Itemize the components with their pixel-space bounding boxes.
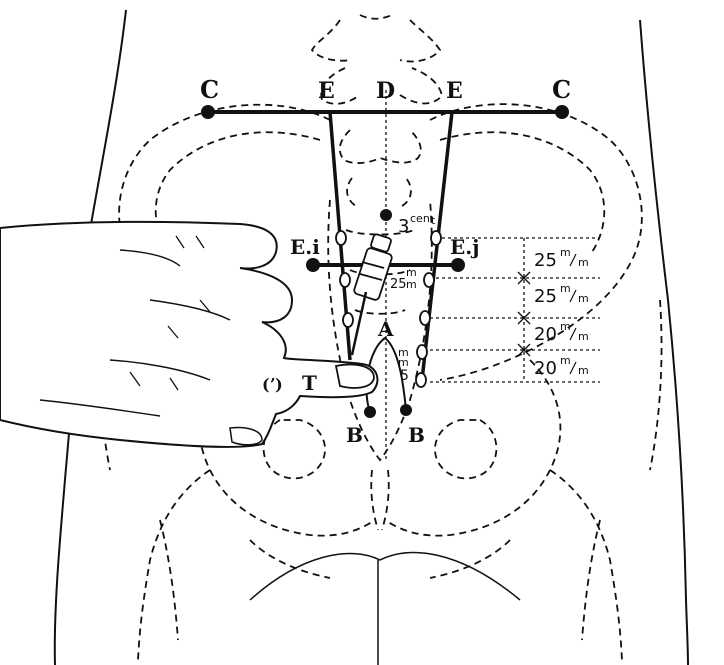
measurement-3-unit-bottom: m — [578, 330, 589, 343]
label-b-right: B — [408, 423, 425, 447]
label-c-left: C — [200, 75, 219, 104]
hand-illustration — [0, 222, 377, 447]
point-c-left — [201, 105, 215, 119]
point-ei-left — [306, 258, 320, 272]
measurement-1-unit-top: m — [560, 246, 571, 259]
label-ej-right: E.j — [450, 235, 479, 259]
measurement-labels: 25 m m 25 m m 20 m m 20 m m — [534, 246, 589, 379]
label-e-right: E — [446, 78, 463, 104]
label-e-left: E — [318, 78, 335, 104]
measurement-2-unit-bottom: m — [578, 292, 589, 305]
center-superscript: cen — [410, 212, 430, 225]
point-b-left — [364, 406, 376, 418]
point-b-right — [400, 404, 412, 416]
label-ei-left: E.i — [290, 235, 320, 259]
measurement-3-value: 20 — [534, 324, 557, 345]
needle-distance-unit-bottom: m — [406, 278, 417, 291]
measurement-2-unit-top: m — [560, 282, 571, 295]
measurement-4-unit-bottom: m — [578, 364, 589, 377]
label-finger-mark: (ʼ) — [262, 375, 283, 394]
point-ej-right — [451, 258, 465, 272]
apex-value: 5 — [400, 368, 409, 384]
measurement-1-unit-bottom: m — [578, 256, 589, 269]
midline-dashed — [386, 90, 600, 460]
measurement-3-unit-top: m — [560, 320, 571, 333]
center-number: 3 — [398, 216, 409, 237]
measure-ticks — [518, 272, 530, 356]
measurement-4-unit-top: m — [560, 354, 571, 367]
label-a: A — [377, 317, 394, 341]
measurement-1-value: 25 — [534, 250, 557, 271]
center-tick: t — [431, 214, 436, 227]
unit-slashes — [570, 254, 576, 374]
point-c-right — [555, 105, 569, 119]
measurement-4-value: 20 — [534, 358, 557, 379]
label-t: T — [302, 371, 317, 395]
label-b-left: B — [346, 423, 363, 447]
label-d: D — [376, 78, 395, 104]
point-center-3 — [380, 209, 392, 221]
needle-distance-value: 25 — [390, 277, 407, 292]
measurement-2-value: 25 — [534, 286, 557, 307]
label-c-right: C — [552, 75, 571, 104]
